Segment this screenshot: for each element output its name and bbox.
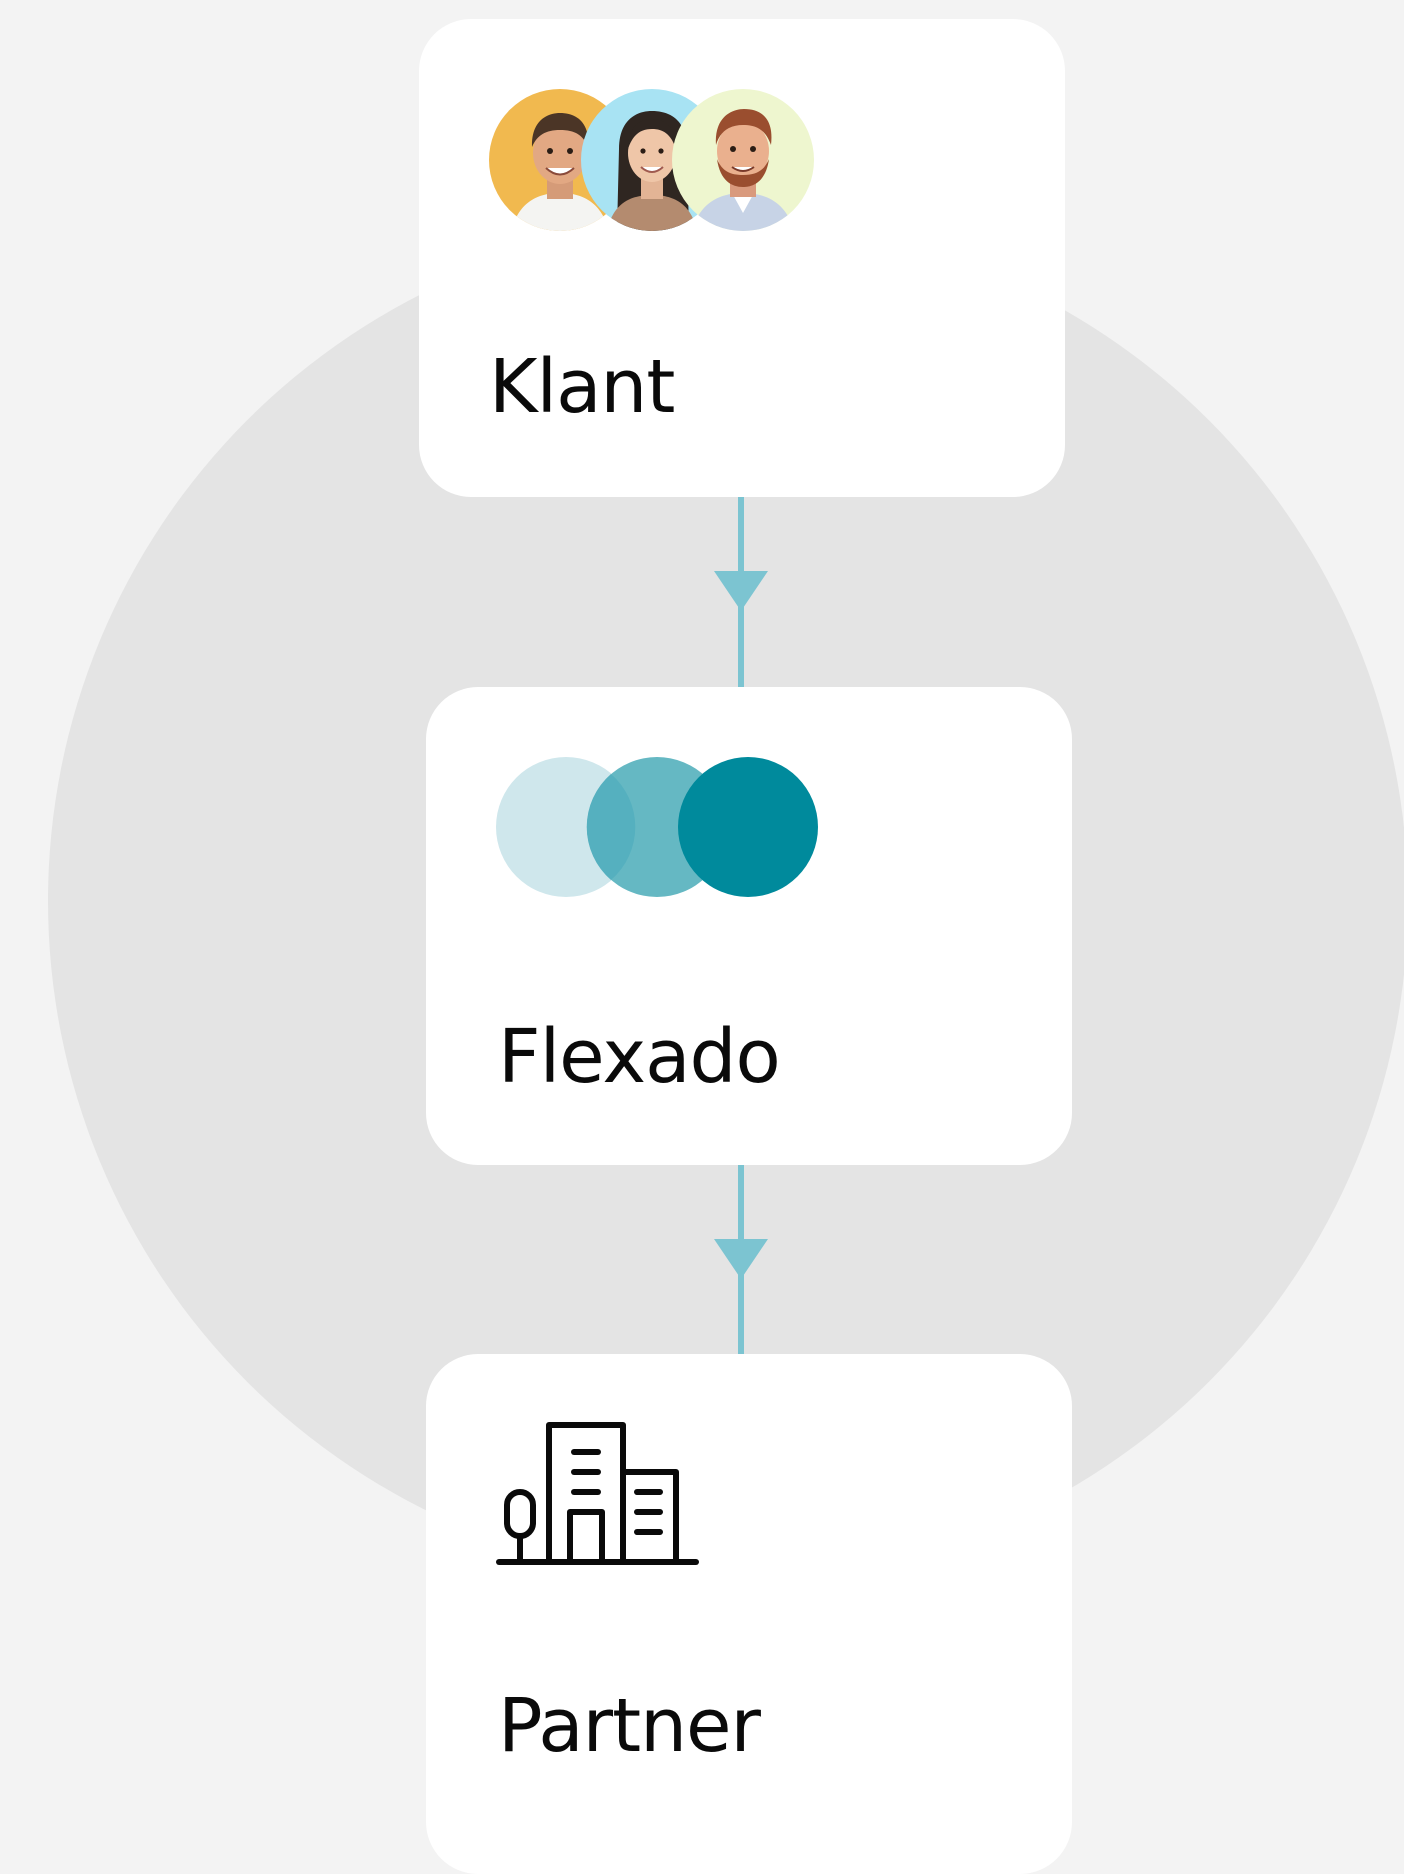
flexado-circles-logo: [496, 757, 818, 897]
flexado-card: Flexado: [426, 687, 1072, 1165]
klant-card: Klant: [419, 19, 1065, 497]
node-label-flexado: Flexado: [498, 1014, 781, 1100]
arrow-down-icon: [714, 571, 768, 611]
building-icon: [496, 1422, 699, 1565]
partner-card: Partner: [426, 1354, 1072, 1874]
customer-avatars: [489, 89, 819, 233]
avatar: [672, 89, 814, 231]
node-label-partner: Partner: [498, 1683, 761, 1769]
node-label-klant: Klant: [489, 344, 675, 430]
arrow-down-icon: [714, 1239, 768, 1279]
